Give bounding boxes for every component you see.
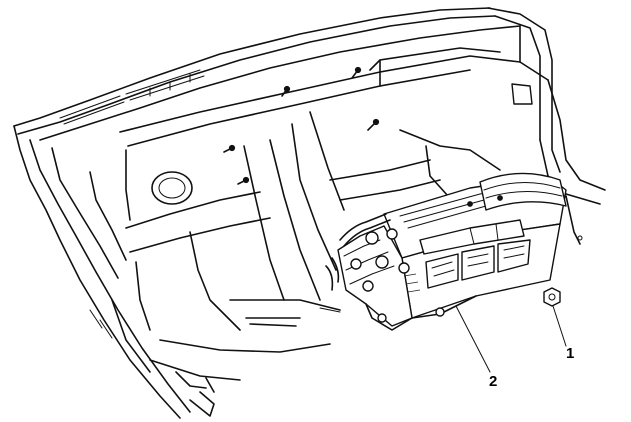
callout-label-1: 1 (566, 345, 574, 362)
callout-leader-1 (552, 305, 567, 347)
dash-panel (13, 7, 561, 185)
left-body-side (13, 125, 191, 419)
callout-label-2: 2 (489, 373, 497, 390)
floor-pan (125, 111, 501, 417)
callout-leader-2 (455, 305, 491, 373)
hvac-module-assembly (325, 172, 567, 331)
fastener-nut (543, 287, 561, 307)
